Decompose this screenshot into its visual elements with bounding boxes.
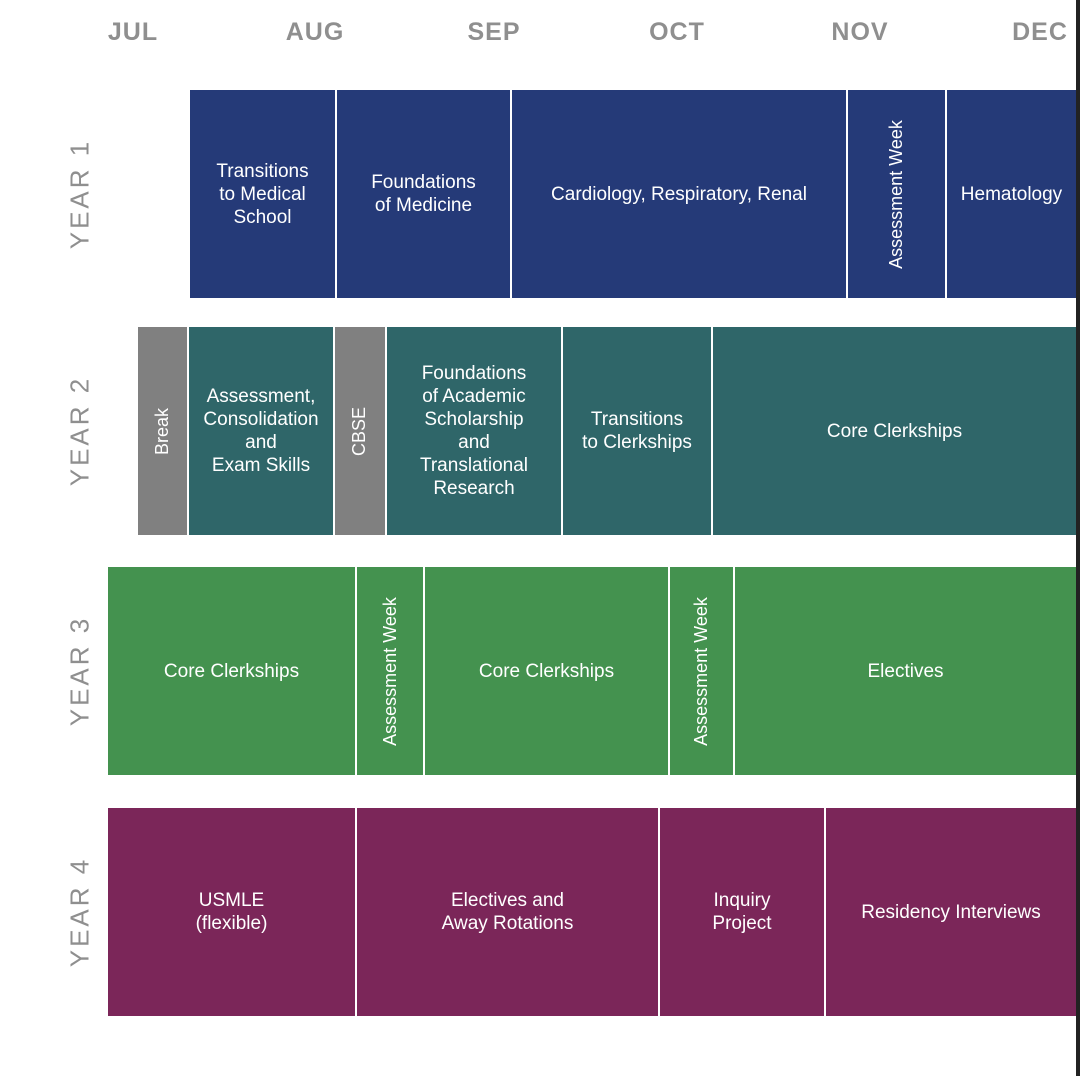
year-2-block-assessment-consolidation-and-exam-skills: Assessment, Consolidation and Exam Skill…: [189, 327, 335, 535]
block-label: Residency Interviews: [861, 901, 1041, 923]
block-label: Electives: [867, 660, 944, 682]
block-label: Foundations of Medicine: [371, 172, 476, 216]
year-1-block-cardiology-respiratory-renal: Cardiology, Respiratory, Renal: [512, 90, 848, 298]
year-3-block-core-clerkships: Core Clerkships: [425, 567, 670, 775]
year-4-block-residency-interviews: Residency Interviews: [826, 808, 1078, 1016]
year-label-text: YEAR 3: [64, 615, 95, 727]
right-edge-rule: [1076, 0, 1080, 1076]
block-label: Cardiology, Respiratory, Renal: [551, 183, 807, 205]
block-label: Assessment Week: [691, 596, 712, 746]
year-label-text: YEAR 2: [64, 375, 95, 487]
block-label: Hematology: [960, 183, 1063, 205]
block-label: Break: [152, 407, 172, 455]
block-label: Electives and Away Rotations: [441, 890, 574, 934]
month-label-jul: JUL: [107, 18, 159, 46]
block-label: USMLE (flexible): [195, 890, 268, 934]
block-label: Core Clerkships: [163, 660, 300, 682]
year-3-block-assessment-week: Assessment Week: [670, 567, 735, 775]
year-3-block-core-clerkships: Core Clerkships: [108, 567, 357, 775]
year-3-block-assessment-week: Assessment Week: [357, 567, 425, 775]
month-label-aug: AUG: [285, 18, 345, 46]
block-label: Transitions to Medical School: [216, 160, 309, 228]
month-label-dec: DEC: [1012, 18, 1068, 46]
year-4-block-usmle-flexible: USMLE (flexible): [108, 808, 357, 1016]
month-label-oct: OCT: [649, 18, 705, 46]
year-2-block-core-clerkships: Core Clerkships: [713, 327, 1078, 535]
month-label-sep: SEP: [467, 18, 521, 46]
year-4-block-electives-and-away-rotations: Electives and Away Rotations: [357, 808, 660, 1016]
block-label: CBSE: [349, 406, 370, 456]
block-label: Foundations of Academic Scholarship and …: [419, 363, 529, 499]
year-1-block-assessment-week: Assessment Week: [848, 90, 947, 298]
year-1-block-transitions-to-medical-school: Transitions to Medical School: [190, 90, 337, 298]
year-2-block-transitions-to-clerkships: Transitions to Clerkships: [563, 327, 713, 535]
block-label: Core Clerkships: [826, 420, 963, 442]
year-2-block-foundations-of-academic-scholarship-and-translational-research: Foundations of Academic Scholarship and …: [387, 327, 563, 535]
block-label: Assessment Week: [379, 596, 400, 746]
year-1-block-hematology: Hematology: [947, 90, 1078, 298]
year-2-block-cbse: CBSE: [335, 327, 387, 535]
year-3-block-electives: Electives: [735, 567, 1078, 775]
month-label-nov: NOV: [831, 18, 889, 46]
year-2-block-break: Break: [138, 327, 189, 535]
year-4-block-inquiry-project: Inquiry Project: [660, 808, 826, 1016]
block-label: Assessment, Consolidation and Exam Skill…: [203, 386, 319, 476]
block-label: Inquiry Project: [712, 890, 772, 934]
year-label-text: YEAR 1: [64, 138, 95, 250]
year-1-block-foundations-of-medicine: Foundations of Medicine: [337, 90, 512, 298]
block-label: Core Clerkships: [478, 660, 615, 682]
block-label: Assessment Week: [886, 119, 907, 269]
year-label-text: YEAR 4: [64, 856, 95, 968]
block-label: Transitions to Clerkships: [582, 409, 692, 453]
